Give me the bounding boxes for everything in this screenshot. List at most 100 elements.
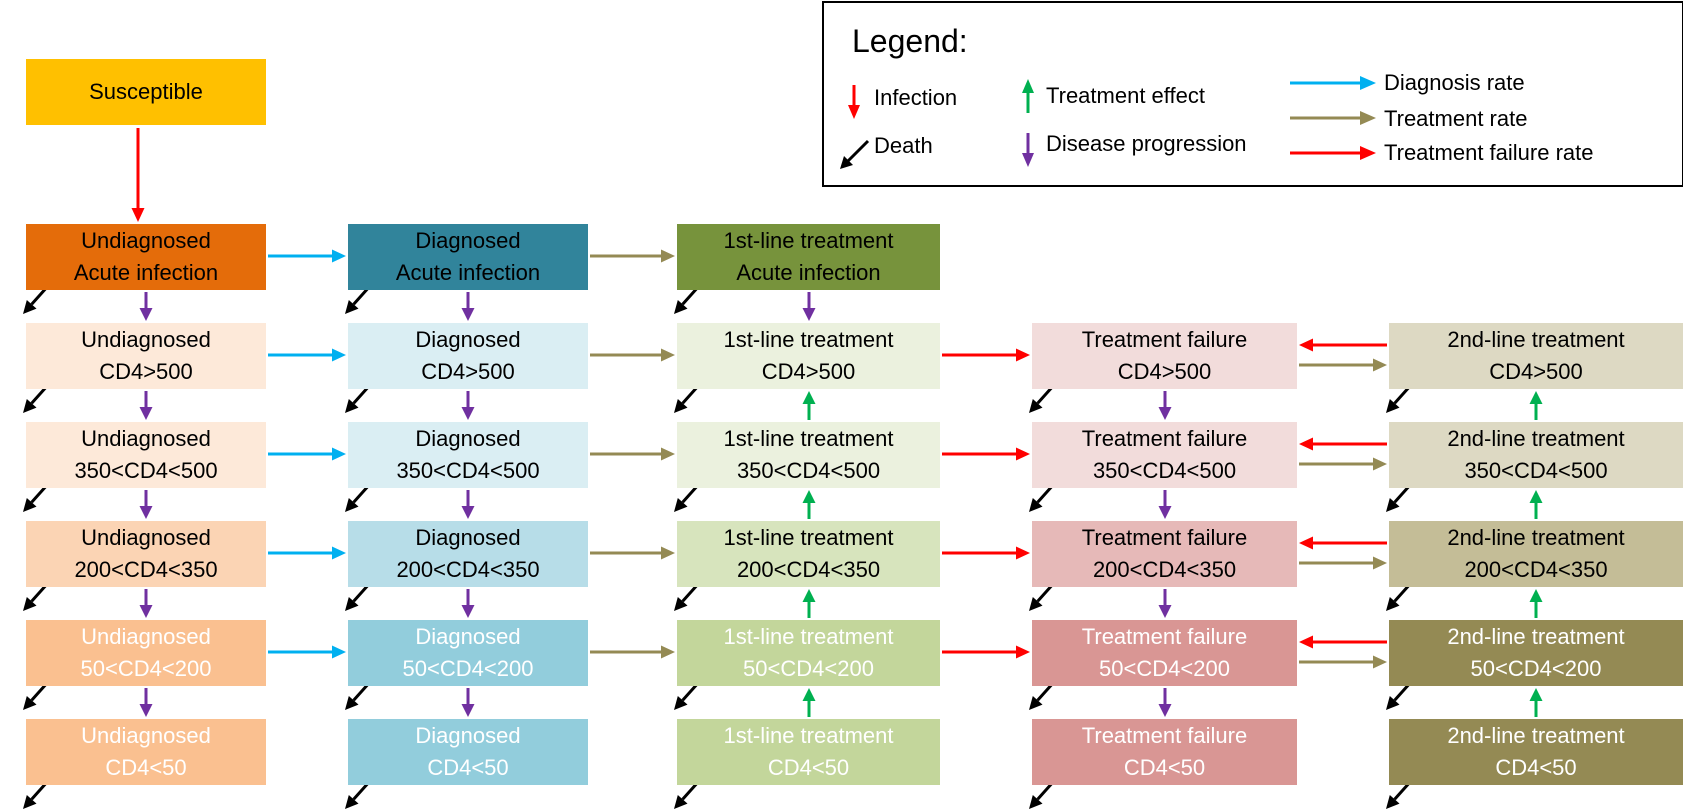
progression-arrow-diagnosed-3 — [461, 589, 475, 618]
compartment-undiagnosed-200-cd4-350-label-2: 200<CD4<350 — [74, 557, 218, 582]
compartment-diagnosed-cd4-500-label-1: Diagnosed — [415, 327, 521, 352]
progression-arrow-diagnosed-2 — [461, 490, 475, 519]
compartment-undiagnosed-350-cd4-500: Undiagnosed 350<CD4<500 — [26, 422, 266, 488]
compartment-undiagnosed-350-cd4-500-label-1: Undiagnosed — [81, 426, 211, 451]
legend-progression-arrow-icon — [1022, 133, 1034, 167]
progression-arrow-undiagnosed-0 — [139, 292, 153, 321]
death-arrow-1st-line-treatment-1 — [674, 384, 701, 413]
death-arrow-treatment-failure-2 — [1029, 483, 1056, 512]
progression-arrow-diagnosed-1 — [461, 391, 475, 420]
treatment-effect-arrow-1st-line-treatment-4 — [802, 688, 816, 717]
compartment-undiagnosed-cd4-500-label-1: Undiagnosed — [81, 327, 211, 352]
death-arrow-undiagnosed-5 — [23, 780, 50, 809]
compartment-undiagnosed-cd4-500-label-2: CD4>500 — [99, 359, 193, 384]
second-line-arrow-3 — [1299, 556, 1387, 570]
compartment-2nd-line-treatment-200-cd4-350-label-2: 200<CD4<350 — [1464, 557, 1608, 582]
compartment-undiagnosed-50-cd4-200-label-1: Undiagnosed — [81, 624, 211, 649]
legend-failure-rate-label: Treatment failure rate — [1384, 140, 1594, 165]
progression-arrow-1st-line-treatment-0 — [802, 292, 816, 321]
compartment-1st-line-treatment-350-cd4-500-label-1: 1st-line treatment — [723, 426, 894, 451]
compartment-1st-line-treatment-acute-infection-label-2: Acute infection — [736, 260, 881, 285]
death-arrow-diagnosed-0 — [345, 285, 372, 314]
failure-arrow-3 — [942, 546, 1030, 560]
compartment-undiagnosed-50-cd4-200: Undiagnosed 50<CD4<200 — [26, 620, 266, 686]
death-arrow-undiagnosed-2 — [23, 483, 50, 512]
death-arrow-1st-line-treatment-0 — [674, 285, 701, 314]
failure-back-arrow-4 — [1299, 635, 1387, 649]
legend-infection-arrow-icon — [848, 85, 860, 119]
legend-failure-rate-arrow-icon — [1290, 146, 1376, 160]
treatment-effect-arrow-2nd-line-treatment-2 — [1529, 490, 1543, 519]
compartment-treatment-failure-200-cd4-350-label-1: Treatment failure — [1081, 525, 1248, 550]
treatment-effect-arrow-2nd-line-treatment-4 — [1529, 688, 1543, 717]
legend-diagnosis-rate-arrow-icon — [1290, 76, 1376, 90]
compartment-2nd-line-treatment-cd4-500-label-1: 2nd-line treatment — [1447, 327, 1625, 352]
treatment-effect-arrow-2nd-line-treatment-1 — [1529, 391, 1543, 420]
compartment-undiagnosed-350-cd4-500-label-2: 350<CD4<500 — [74, 458, 218, 483]
second-line-arrow-4 — [1299, 655, 1387, 669]
progression-arrow-treatment-failure-1 — [1158, 391, 1172, 420]
compartment-undiagnosed-200-cd4-350: Undiagnosed 200<CD4<350 — [26, 521, 266, 587]
compartment-treatment-failure-cd4-50-label-2: CD4<50 — [1123, 755, 1206, 780]
death-arrow-1st-line-treatment-2 — [674, 483, 701, 512]
infection-arrow — [131, 128, 145, 222]
compartment-1st-line-treatment-cd4-500-label-1: 1st-line treatment — [723, 327, 894, 352]
treatment-arrow-2 — [590, 447, 675, 461]
death-arrow-diagnosed-4 — [345, 681, 372, 710]
compartment-diagnosed-cd4-50-label-1: Diagnosed — [415, 723, 521, 748]
treatment-effect-arrow-2nd-line-treatment-3 — [1529, 589, 1543, 618]
death-arrow-diagnosed-5 — [345, 780, 372, 809]
compartment-2nd-line-treatment-50-cd4-200-label-2: 50<CD4<200 — [1470, 656, 1602, 681]
death-arrow-2nd-line-treatment-4 — [1386, 681, 1413, 710]
failure-arrow-4 — [942, 645, 1030, 659]
diagnosis-arrow-1 — [268, 348, 346, 362]
compartment-1st-line-treatment-200-cd4-350-label-2: 200<CD4<350 — [736, 557, 881, 582]
legend-panel: Legend: — [822, 1, 1683, 187]
death-arrow-treatment-failure-3 — [1029, 582, 1056, 611]
compartment-undiagnosed-cd4-50-label-2: CD4<50 — [105, 755, 187, 780]
progression-arrow-diagnosed-4 — [461, 688, 475, 717]
compartment-treatment-failure-50-cd4-200-label-2: 50<CD4<200 — [1099, 656, 1230, 681]
progression-arrow-diagnosed-0 — [461, 292, 475, 321]
death-arrow-1st-line-treatment-4 — [674, 681, 701, 710]
progression-arrow-undiagnosed-3 — [139, 589, 153, 618]
legend-treatment-effect-label: Treatment effect — [1046, 83, 1205, 108]
compartment-diagnosed-cd4-50-label-2: CD4<50 — [427, 755, 509, 780]
compartment-undiagnosed-acute-infection-label-2: Acute infection — [73, 260, 219, 285]
progression-arrow-treatment-failure-3 — [1158, 589, 1172, 618]
death-arrow-undiagnosed-1 — [23, 384, 50, 413]
compartment-diagnosed-acute-infection-label-2: Acute infection — [395, 260, 541, 285]
treatment-arrow-1 — [590, 348, 675, 362]
death-arrow-undiagnosed-0 — [23, 285, 50, 314]
progression-arrow-treatment-failure-2 — [1158, 490, 1172, 519]
death-arrow-treatment-failure-4 — [1029, 681, 1056, 710]
compartment-2nd-line-treatment-cd4-50-label-1: 2nd-line treatment — [1447, 723, 1625, 748]
diagnosis-arrow-4 — [268, 645, 346, 659]
failure-back-arrow-2 — [1299, 437, 1387, 451]
compartment-treatment-failure-cd4-500-label-1: Treatment failure — [1081, 327, 1248, 352]
progression-arrow-undiagnosed-1 — [139, 391, 153, 420]
compartment-treatment-failure-cd4-50-label-1: Treatment failure — [1081, 723, 1248, 748]
compartment-treatment-failure-cd4-500-label-2: CD4>500 — [1117, 359, 1212, 384]
failure-arrow-2 — [942, 447, 1030, 461]
death-arrow-1st-line-treatment-5 — [674, 780, 701, 809]
compartment-2nd-line-treatment-cd4-500-label-2: CD4>500 — [1489, 359, 1583, 384]
treatment-effect-arrow-1st-line-treatment-3 — [802, 589, 816, 618]
compartment-undiagnosed-50-cd4-200-label-2: 50<CD4<200 — [80, 656, 212, 681]
progression-arrow-undiagnosed-2 — [139, 490, 153, 519]
compartment-undiagnosed-200-cd4-350-label-1: Undiagnosed — [81, 525, 211, 550]
death-arrow-2nd-line-treatment-3 — [1386, 582, 1413, 611]
